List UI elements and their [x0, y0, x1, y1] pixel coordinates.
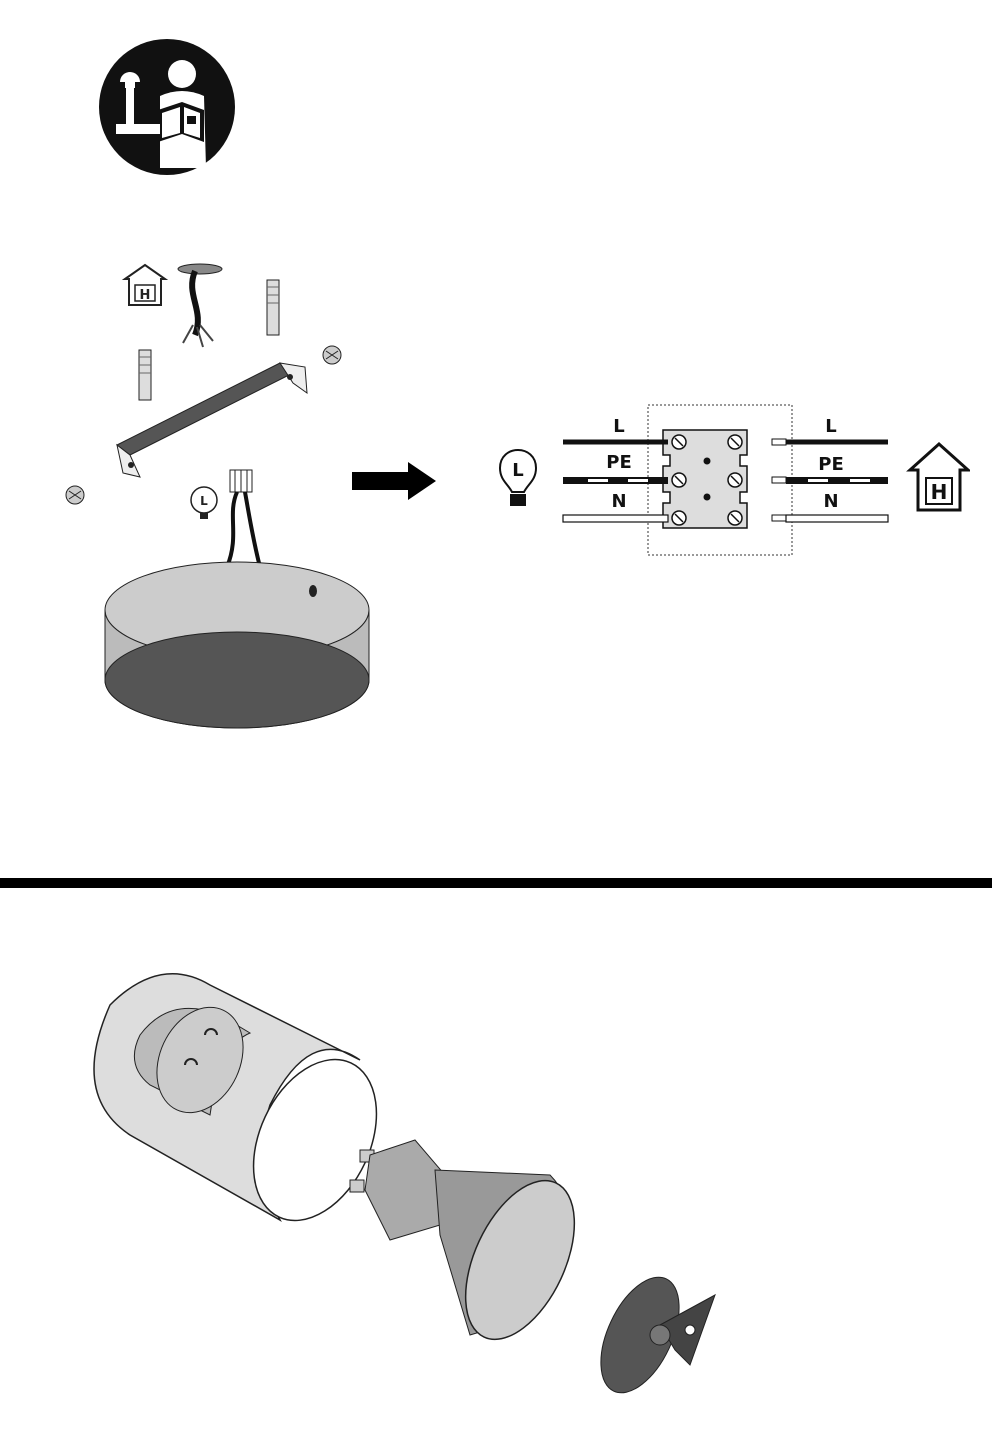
lamp-symbol-icon: L	[498, 449, 538, 506]
svg-text:H: H	[931, 480, 948, 504]
bulb-assembly-diagram	[93, 973, 716, 1394]
right-wire-n: N	[771, 491, 889, 523]
read-manual-icon	[99, 39, 235, 175]
right-wire-l: L	[771, 416, 888, 446]
screw-2	[65, 485, 85, 505]
canopy-base	[104, 561, 370, 729]
svg-text:L: L	[512, 460, 523, 481]
wall-plug-2	[138, 349, 152, 401]
section-divider	[0, 878, 992, 888]
glass-shade	[93, 973, 378, 1222]
gu10-bulb	[349, 1139, 576, 1341]
ceiling-cable	[177, 263, 223, 348]
house-symbol-icon: H	[906, 441, 970, 512]
lamp-icon: L	[190, 486, 218, 519]
bulb-holder	[600, 1276, 716, 1394]
left-wire-n: N	[562, 491, 669, 523]
house-icon: H	[121, 263, 169, 306]
svg-text:L: L	[200, 494, 208, 508]
svg-text:H: H	[140, 288, 151, 303]
right-wire-pe: PE	[771, 454, 888, 484]
ceiling-mount-exploded-diagram: H L	[65, 263, 370, 729]
terminal-connector	[225, 469, 262, 568]
screw-1	[322, 345, 342, 365]
left-wire-pe: PE	[563, 452, 668, 484]
svg-text:N: N	[823, 491, 838, 512]
right-arrow-icon	[352, 462, 436, 500]
terminal-block	[662, 429, 748, 529]
left-wire-l: L	[563, 416, 668, 445]
svg-text:N: N	[611, 491, 626, 512]
svg-text:PE: PE	[606, 452, 632, 473]
mounting-bracket	[116, 362, 308, 478]
wall-plug-1	[266, 279, 280, 336]
svg-text:PE: PE	[818, 454, 844, 475]
wiring-diagram: L L PE N L	[498, 404, 970, 556]
svg-text:L: L	[825, 416, 836, 437]
svg-text:L: L	[613, 416, 624, 437]
